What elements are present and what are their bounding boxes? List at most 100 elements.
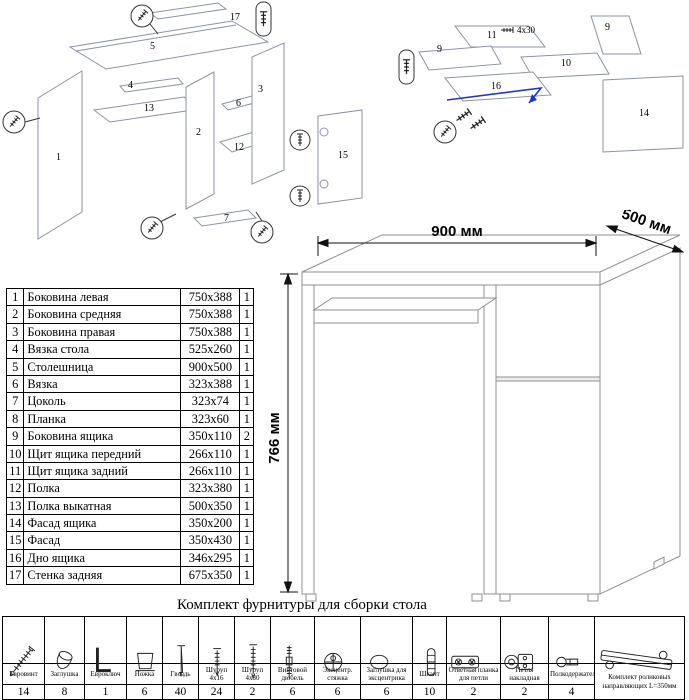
parts-cell-name: Вязка: [23, 374, 182, 394]
panel-desk-tie: [119, 77, 184, 93]
part-callout-number: 17: [230, 12, 240, 23]
panel-left-side: [37, 70, 83, 240]
parts-cell-qty: 1: [239, 305, 255, 324]
parts-cell-size: 323x380: [180, 479, 241, 498]
parts-cell-size: 323x388: [180, 374, 241, 394]
drawer-side-left: [418, 45, 502, 71]
parts-cell-qty: 1: [239, 392, 255, 411]
hinge-mark-icon: [319, 179, 329, 189]
parts-cell-name: Цоколь: [23, 392, 182, 411]
parts-cell-name: Боковина средняя: [23, 305, 182, 324]
dowel-icon: [412, 616, 447, 676]
desk-top-face: [301, 234, 681, 273]
keyboard-tray-front: [313, 309, 479, 324]
parts-cell-qty: 1: [239, 287, 255, 307]
hardware-item-qty: 1: [84, 684, 127, 700]
parts-cell-num: 2: [5, 305, 25, 324]
parts-cell-name: Боковина левая: [23, 287, 182, 307]
hex-key-icon: [84, 616, 127, 673]
parts-cell-name: Планка: [23, 409, 182, 429]
panel-back-wall: [148, 2, 228, 20]
parts-cell-num: 5: [5, 357, 25, 376]
part-callout-number: 4: [128, 80, 133, 91]
panel-plinth: [192, 209, 258, 227]
desk-foot: [499, 593, 511, 602]
parts-cell-name: Стенка задняя: [23, 566, 182, 585]
panel-tabletop: [68, 20, 270, 70]
parts-cell-qty: 1: [239, 548, 255, 568]
drawer-back-shield: [453, 25, 547, 48]
part-callout-number: 3: [258, 84, 263, 95]
panel-facade-door: [317, 109, 363, 205]
hinge-plate-icon: [446, 616, 501, 669]
blue-arrowhead: [529, 94, 537, 103]
desk-right-side: [599, 247, 681, 595]
parts-cell-qty: 1: [239, 461, 255, 481]
screw-size-note: 4x30: [517, 25, 536, 35]
drawer-front-shield: [520, 52, 610, 79]
hardware-item-qty: 2: [500, 684, 549, 700]
parts-cell-name: Полка: [23, 479, 182, 498]
parts-cell-name: Щит ящика задний: [23, 461, 182, 481]
hardware-item-qty: 8: [44, 684, 85, 700]
parts-cell-name: Вязка стола: [23, 340, 182, 359]
parts-cell-qty: 1: [239, 322, 255, 342]
parts-cell-size: 323x60: [180, 409, 241, 429]
cam-cap-icon: [360, 616, 413, 670]
parts-cell-name: Фасад: [23, 531, 182, 550]
hardware-item-qty: 2: [234, 684, 271, 700]
hardware-item-qty: 14: [2, 684, 45, 700]
parts-cell-size: 350x110: [180, 427, 241, 446]
parts-cell-qty: 1: [239, 357, 255, 376]
hardware-item-qty: 24: [198, 684, 235, 700]
part-callout-number: 10: [561, 58, 571, 69]
desk-foot: [587, 593, 599, 602]
screw-long-icon: [234, 616, 271, 680]
hardware-table-row: [2, 616, 685, 680]
parts-cell-name: Боковина правая: [23, 322, 182, 342]
exploded-diagram-drawer: 11 9 9 10 16 14 4x30: [398, 15, 684, 153]
part-numbers: 11 9 9 10 16 14 4x30: [437, 22, 649, 119]
screw-short-icon: [198, 616, 235, 677]
parts-cell-name: Полка выкатная: [23, 496, 182, 516]
parts-cell-num: 1: [5, 287, 25, 307]
parts-cell-size: 900x500: [180, 357, 241, 376]
hardware-item-label: Шуруп 4x30: [234, 663, 271, 685]
desk-foot: [653, 556, 665, 570]
dowel-screw-icon: [270, 616, 315, 679]
parts-cell-size: 350x200: [180, 514, 241, 533]
parts-cell-qty: 1: [239, 444, 255, 463]
parts-cell-qty: 2: [239, 427, 255, 446]
part-callout-number: 9: [437, 44, 442, 55]
drawer-side-right: [590, 15, 642, 55]
hardware-item-qty: 6: [314, 684, 361, 700]
drawer-gap-line: [495, 376, 601, 382]
parts-cell-name: Дно ящика: [23, 548, 182, 568]
desk-door-front: [495, 380, 601, 595]
desk-3d-view: 900 мм 500 мм 766 мм: [266, 210, 685, 602]
parts-cell-size: 266x110: [180, 444, 241, 463]
parts-cell-size: 346x295: [180, 548, 241, 568]
hardware-item-qty: 4: [548, 684, 595, 700]
foot-icon: [126, 616, 163, 672]
parts-cell-num: 9: [5, 427, 25, 446]
panel-right-side: [251, 42, 285, 185]
desk-panels: [37, 2, 363, 240]
parts-cell-name: Щит ящика передний: [23, 444, 182, 463]
part-numbers: 17 5 4 13 2 3 6 12 1 7 15: [56, 12, 348, 224]
hardware-item-qty: 10: [412, 684, 447, 700]
shelf-pin-icon: [548, 616, 595, 668]
drawer-panels: [418, 15, 684, 153]
